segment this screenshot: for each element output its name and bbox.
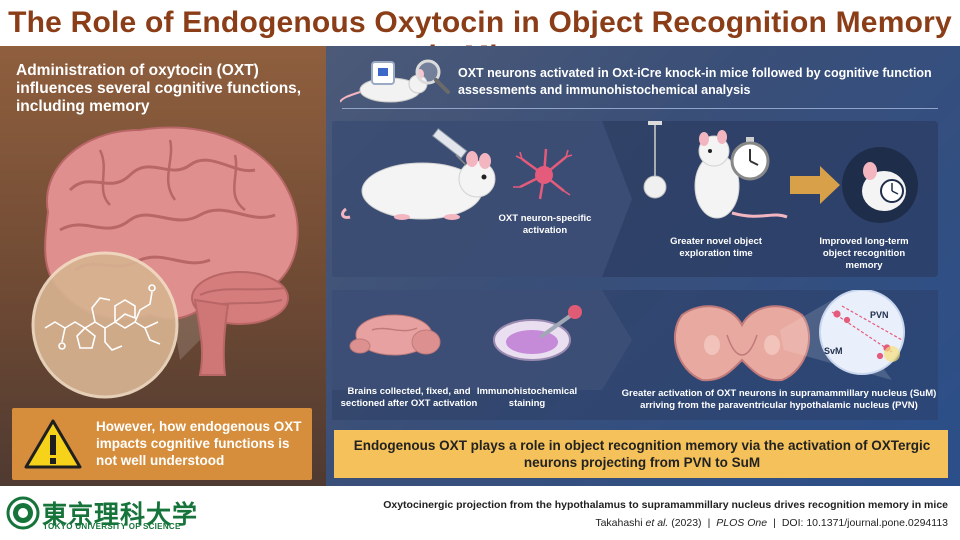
paper-title: Oxytocinergic projection from the hypoth… bbox=[383, 499, 948, 511]
petri-dish-icon bbox=[493, 305, 582, 361]
university-logo-icon bbox=[6, 496, 40, 530]
university-name-jp: 東京理科大学 bbox=[42, 500, 199, 529]
mouse-exploration-icon bbox=[694, 130, 788, 219]
warning-icon bbox=[24, 419, 82, 469]
svm-label: SvM bbox=[824, 346, 843, 356]
citation-journal[interactable]: PLOS One bbox=[716, 517, 768, 529]
mouse-injection-icon bbox=[341, 128, 496, 220]
divider bbox=[342, 108, 938, 109]
citation-year: (2023) bbox=[671, 517, 702, 529]
oxytocin-molecule-lens bbox=[31, 251, 179, 399]
citation-authors: Takahashi bbox=[595, 517, 643, 529]
warning-text: However, how endogenous OXT impacts cogn… bbox=[96, 419, 302, 468]
memory-caption: Improved long-term object recognition me… bbox=[819, 236, 909, 271]
pvn-label: PVN bbox=[870, 310, 889, 320]
right-arrow-icon bbox=[790, 166, 840, 204]
conclusion-box bbox=[334, 430, 948, 478]
intro-text: Administration of oxytocin (OXT) influen… bbox=[16, 62, 302, 115]
brain-illustration bbox=[31, 126, 299, 399]
histology-illustrations: PVN SvM bbox=[332, 290, 905, 390]
activation-caption: OXT neuron-specific activation bbox=[498, 213, 592, 236]
method-banner-text: OXT neurons activated in Oxt-iCre knock-… bbox=[458, 66, 932, 97]
experiment-illustrations bbox=[332, 121, 918, 277]
page-title: The Role of Endogenous Oxytocin in Objec… bbox=[8, 6, 952, 73]
molecule-icon bbox=[44, 284, 161, 351]
pvn-result-caption: Greater activation of OXT neurons in sup… bbox=[621, 388, 937, 411]
mouse-memory-icon bbox=[842, 147, 918, 223]
pendulum-object-icon bbox=[643, 121, 667, 199]
conclusion-text: Endogenous OXT plays a role in object re… bbox=[353, 438, 931, 470]
citation-etal: et al. bbox=[645, 517, 669, 529]
citation: Takahashi et al. (2023)|PLOS One|DOI: 10… bbox=[595, 517, 948, 529]
stopwatch-icon bbox=[730, 137, 770, 181]
rodent-brain-icon bbox=[349, 314, 441, 356]
brains-caption: Brains collected, fixed, and sectioned a… bbox=[340, 386, 478, 409]
staining-caption: Immunohistochemical staining bbox=[476, 386, 578, 409]
exploration-caption: Greater novel object exploration time bbox=[670, 236, 762, 259]
neuron-icon bbox=[513, 148, 573, 200]
university-name-en: TOKYO UNIVERSITY OF SCIENCE bbox=[43, 522, 181, 531]
mouse-magnifier-illustration bbox=[340, 59, 450, 103]
brain-section-icon bbox=[673, 305, 811, 382]
title-bar bbox=[0, 0, 960, 46]
footer bbox=[0, 486, 960, 540]
citation-doi[interactable]: DOI: 10.1371/journal.pone.0294113 bbox=[781, 517, 948, 529]
